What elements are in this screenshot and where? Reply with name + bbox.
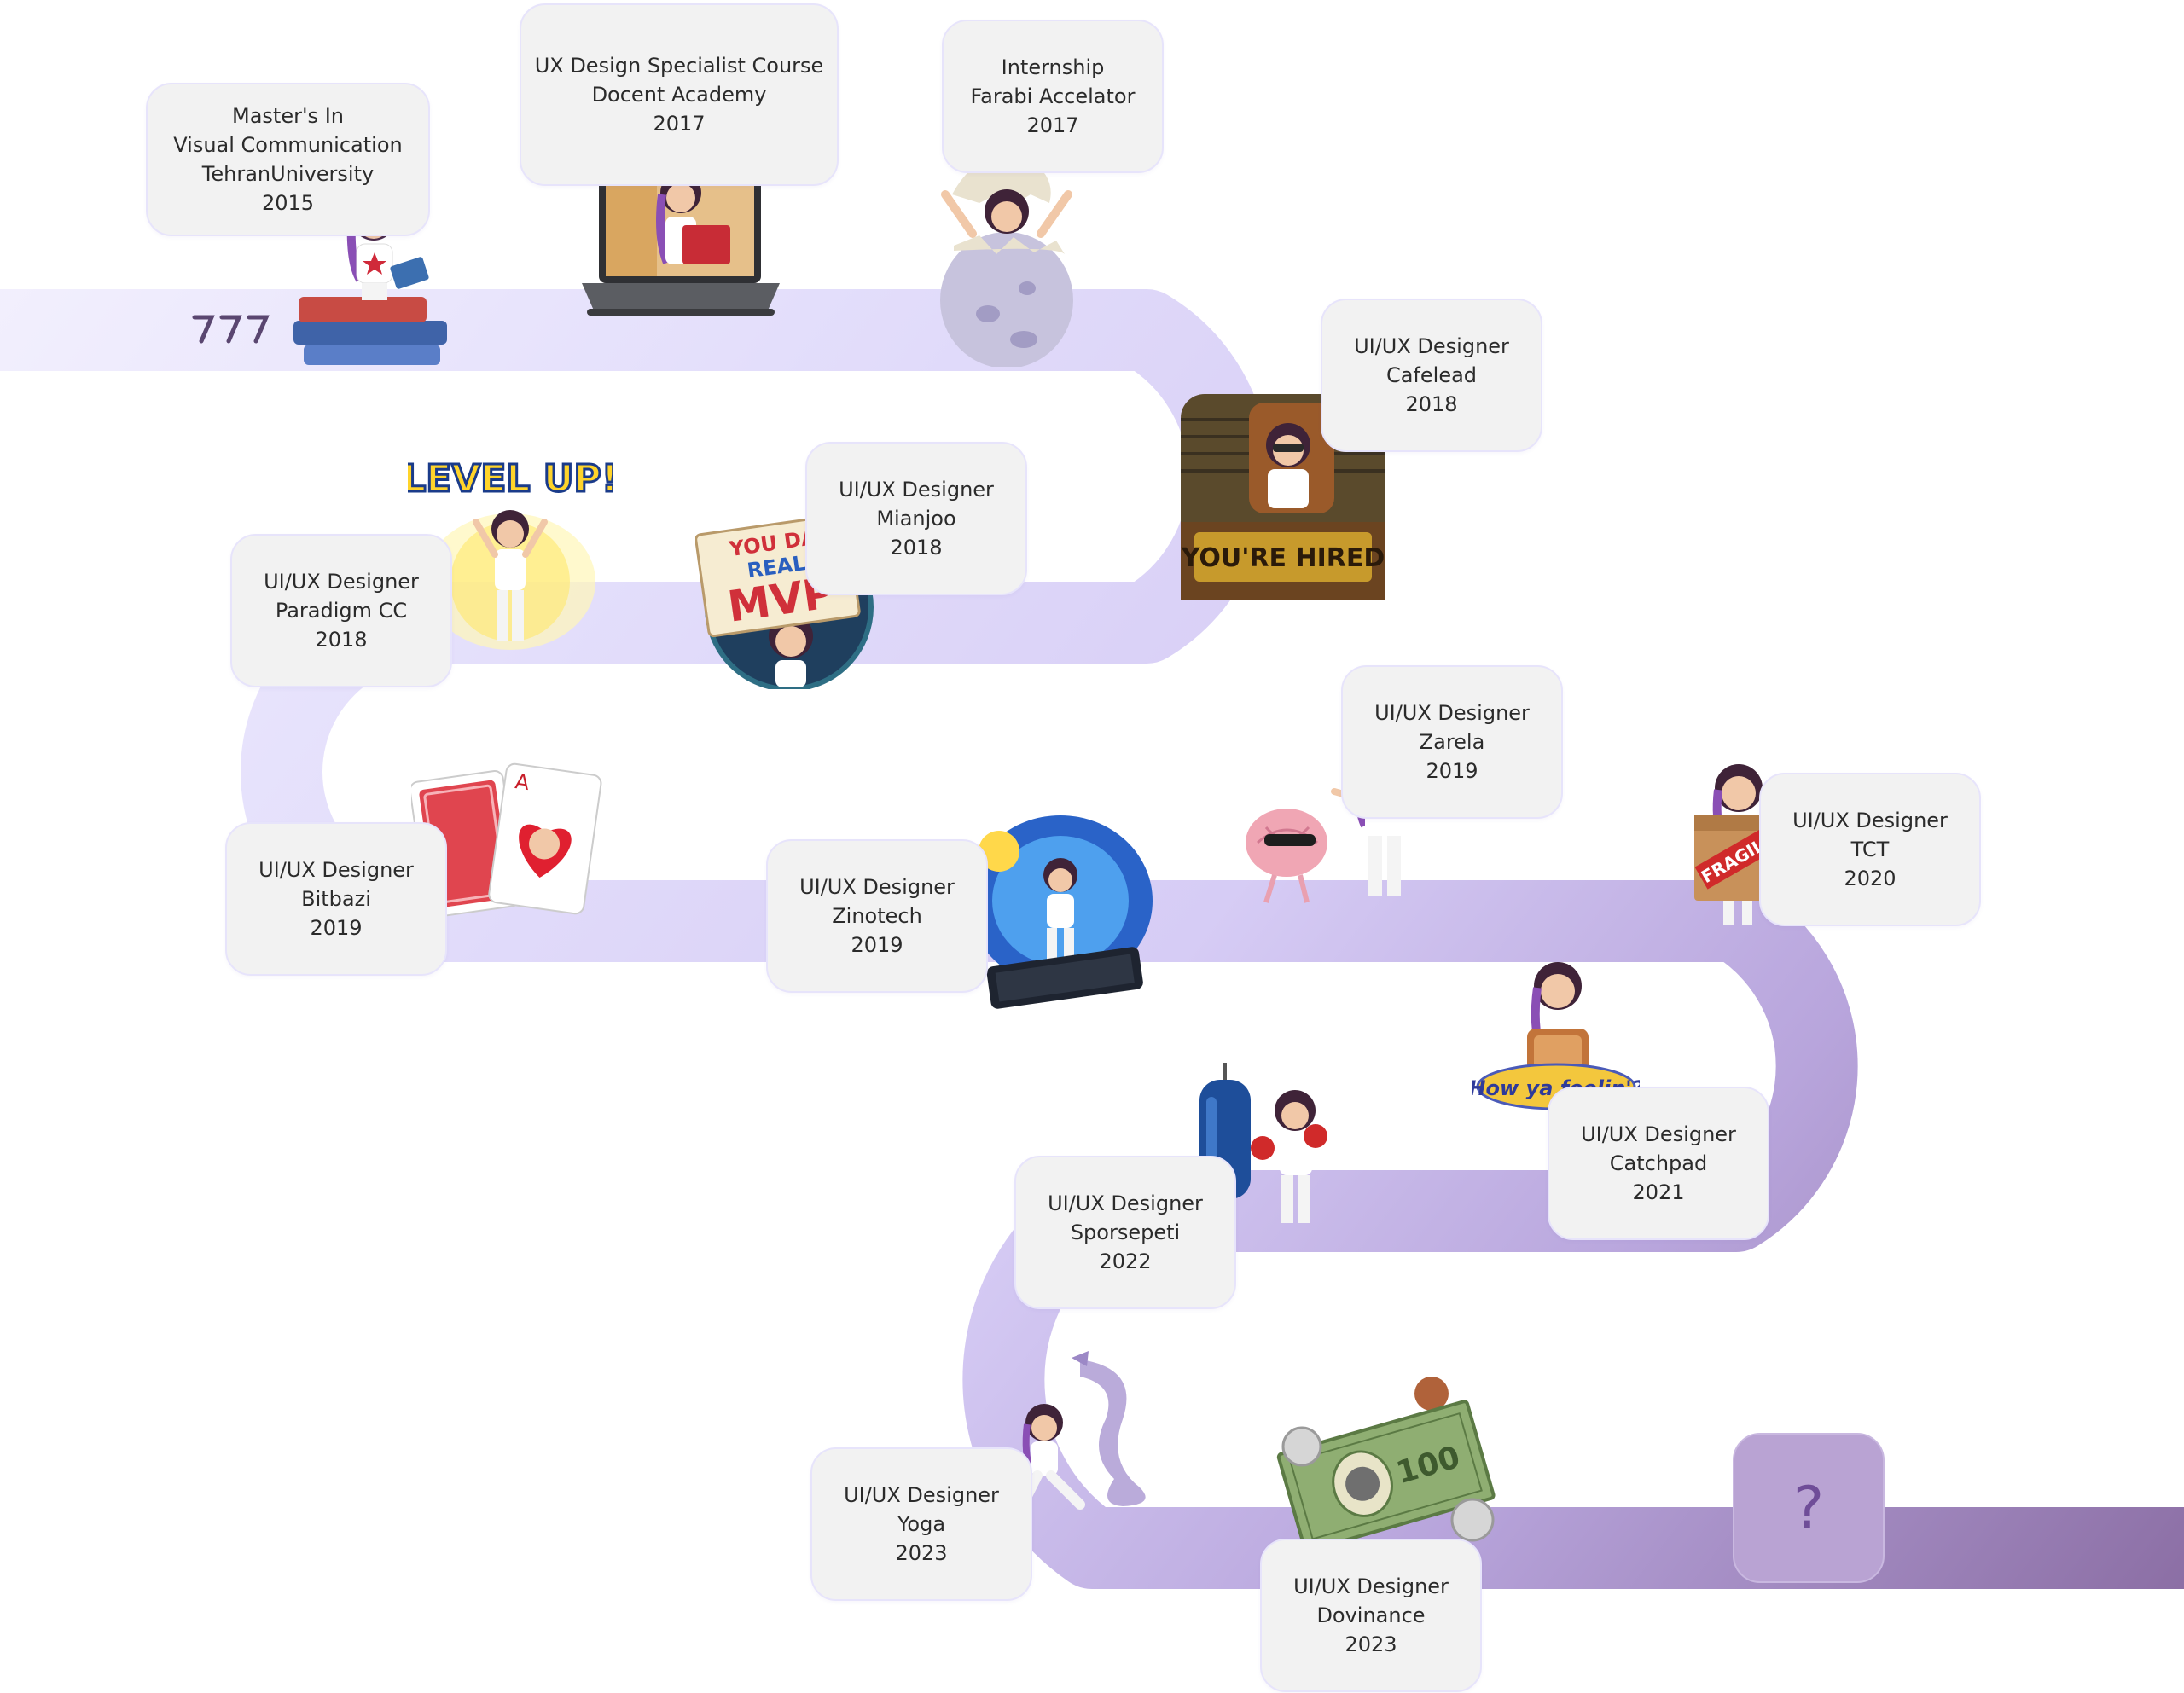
milestone-text-line: UI/UX Designer <box>1354 334 1509 358</box>
milestone-text-line: UI/UX Designer <box>258 858 414 882</box>
milestone-text-line: UI/UX Designer <box>1374 701 1530 725</box>
milestone-year: 2021 <box>1632 1180 1685 1204</box>
milestone-text-line: Sporsepeti <box>1070 1220 1181 1244</box>
milestone-text-line: UI/UX Designer <box>839 478 994 502</box>
milestone-text-line: UI/UX Designer <box>1048 1191 1203 1215</box>
milestone-text-line: Bitbazi <box>301 887 371 911</box>
milestone-text-line: UI/UX Designer <box>264 570 419 594</box>
milestone-year: 2017 <box>1026 113 1079 137</box>
milestone-text-line: Yoga <box>897 1512 946 1536</box>
milestone-text-line: Master's In <box>232 104 344 128</box>
milestone-text-line: UI/UX Designer <box>844 1483 999 1507</box>
avatar-in-laptop-icon <box>578 143 783 322</box>
milestone-text-line: UI/UX Designer <box>1792 809 1948 832</box>
milestone-text-line: Visual Communication <box>173 133 403 157</box>
milestone-year: 2018 <box>1405 392 1458 416</box>
milestone-text-line: Catchpad <box>1609 1151 1708 1175</box>
avatar-hatching-egg-icon <box>928 143 1083 368</box>
level-up-avatar-icon: LEVEL UP! <box>401 454 619 655</box>
milestone-year: 2017 <box>653 112 706 136</box>
milestone-text-line: Internship <box>1001 55 1105 79</box>
question-mark-text: ? <box>1792 1474 1825 1542</box>
milestone-text-line: Zinotech <box>832 904 922 928</box>
avatar-on-keyboard-icon <box>960 812 1158 1013</box>
milestone-year: 2018 <box>890 536 943 560</box>
milestone-text-line: Dovinance <box>1316 1603 1426 1627</box>
avatar-on-books-icon <box>290 194 452 374</box>
milestone-year: 2018 <box>315 628 368 652</box>
milestone-text-line: Docent Academy <box>591 83 767 107</box>
yoga-dragon-avatar-icon <box>1012 1351 1162 1522</box>
milestone-text-line: UX Design Specialist Course <box>534 54 824 78</box>
svg-text:A: A <box>514 769 531 795</box>
milestone-text-line: UI/UX Designer <box>1581 1122 1736 1146</box>
milestone-year: 2015 <box>261 191 315 215</box>
milestone-text-line: Cafelead <box>1385 363 1478 387</box>
milestone-text-line: TehranUniversity <box>201 162 375 186</box>
level-up-sticker-text: LEVEL UP! <box>408 457 613 501</box>
how-ya-feelin-avatar-icon: How ya feelin'? <box>1468 957 1644 1114</box>
start-chevrons-icon: ››› <box>189 309 275 351</box>
milestone-year: 2019 <box>1426 759 1478 783</box>
milestone-text-line: Paradigm CC <box>275 599 408 623</box>
milestone-text-line: UI/UX Designer <box>1293 1574 1449 1598</box>
milestone-year: 2019 <box>851 933 903 957</box>
money-bill-avatar-icon: 100 <box>1276 1375 1496 1557</box>
milestone-year: 2023 <box>895 1541 948 1565</box>
milestone-year: 2020 <box>1844 867 1896 890</box>
milestone-text-line: Farabi Accelator <box>970 84 1136 108</box>
milestone-text-line: TCT <box>1850 838 1890 861</box>
future-question-box: ? <box>1733 1433 1885 1583</box>
milestone-text-line: Mianjoo <box>876 507 956 531</box>
milestone-text-line: Zarela <box>1419 730 1485 754</box>
milestone-year: 2023 <box>1345 1632 1397 1656</box>
milestone-year: 2019 <box>310 916 363 940</box>
milestone-year: 2022 <box>1099 1249 1152 1273</box>
hired-sticker-text: YOU'RE HIRED <box>1181 543 1385 573</box>
milestone-text-line: UI/UX Designer <box>799 875 955 899</box>
